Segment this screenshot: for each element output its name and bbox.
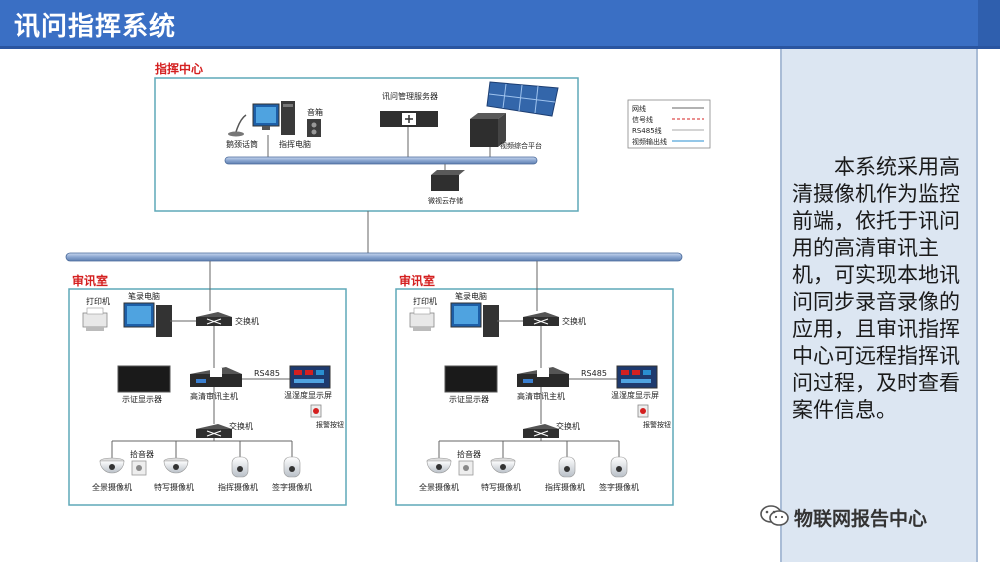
laptop-icon: [450, 302, 499, 337]
pickup-label: 拾音器: [457, 449, 481, 459]
host-label: 高清审讯主机: [517, 391, 565, 401]
description-panel: 本系统采用高清摄像机作为监控前端，依托于讯问用的高清审讯主机，可实现本地讯问同步…: [780, 49, 978, 562]
switch-top-icon: [523, 312, 559, 326]
speaker-icon: [307, 119, 321, 137]
camera-closeup-icon: [490, 457, 516, 474]
temp-display-icon: [616, 365, 658, 389]
backbone-bus: [65, 252, 683, 262]
cloud-storage-label: 微视云存储: [428, 196, 463, 205]
alarm-icon: [310, 404, 322, 418]
camera-panorama-label: 全景摄像机: [419, 482, 459, 492]
host-icon: [190, 367, 242, 387]
watermark: 物联网报告中心: [760, 500, 990, 536]
room-title: 审讯室: [399, 273, 435, 288]
room-frame: [395, 288, 674, 506]
switch-top-label: 交换机: [562, 316, 586, 326]
temp-display-icon: [289, 365, 331, 389]
camera-panorama-label: 全景摄像机: [92, 482, 132, 492]
cloud-storage-icon: [431, 170, 465, 191]
wechat-icon: [760, 505, 789, 526]
switch-bottom-label: 交换机: [229, 421, 253, 431]
camera-command-label: 指挥摄像机: [218, 482, 258, 492]
title-bar-edge: [978, 0, 1000, 46]
camera-sign-label: 签字摄像机: [599, 482, 639, 492]
alarm-label: 报警按钮: [316, 420, 344, 429]
camera-sign-icon: [610, 456, 628, 478]
printer-label: 打印机: [86, 296, 110, 306]
legend-box: [627, 99, 711, 149]
switch-bottom-label: 交换机: [556, 421, 580, 431]
switch-top-label: 交换机: [235, 316, 259, 326]
camera-command-icon: [558, 456, 576, 478]
room-right: 审讯室 打印机 笔录电脑 交换机 示证显示器 高清审讯主机 RS485 温湿度显…: [395, 261, 674, 506]
description-text: 本系统采用高清摄像机作为监控前端，依托于讯问用的高清审讯主机，可实现本地讯问同步…: [792, 155, 960, 422]
command-pc-label: 指挥电脑: [279, 139, 311, 149]
evidence-display-icon: [444, 365, 498, 393]
switch-bottom-icon: [523, 424, 559, 438]
gooseneck-mic-label: 鹅颈话筒: [226, 139, 258, 149]
camera-closeup-label: 特写摄像机: [154, 482, 194, 492]
alarm-icon: [637, 404, 649, 418]
rs485-label: RS485: [581, 369, 607, 378]
video-wall-icon: [486, 81, 559, 117]
laptop-label: 笔录电脑: [128, 291, 160, 301]
legend-item-3: 视频输出线: [632, 137, 667, 146]
command-center-frame: [154, 77, 579, 212]
laptop-icon: [123, 302, 172, 337]
camera-closeup-label: 特写摄像机: [481, 482, 521, 492]
camera-sign-icon: [283, 456, 301, 478]
speaker-label: 音箱: [307, 107, 323, 117]
room-title: 审讯室: [72, 273, 108, 288]
printer-label: 打印机: [413, 296, 437, 306]
gooseneck-mic-icon: [228, 114, 247, 137]
rs485-label: RS485: [254, 369, 280, 378]
page-title: 讯问指挥系统: [14, 12, 177, 42]
pickup-icon: [131, 460, 147, 476]
printer-icon: [82, 307, 108, 331]
server-label: 讯问管理服务器: [382, 91, 438, 101]
host-icon: [517, 367, 569, 387]
camera-command-label: 指挥摄像机: [545, 482, 585, 492]
watermark-text: 物联网报告中心: [794, 508, 928, 530]
pickup-label: 拾音器: [130, 449, 154, 459]
laptop-label: 笔录电脑: [455, 291, 487, 301]
camera-panorama-icon: [426, 457, 452, 474]
network-diagram: 指挥中心 鹅颈话筒 指挥电脑 音箱 讯问管理服务器 视频综合平台: [65, 61, 711, 506]
legend-item-1: 信号线: [632, 115, 653, 124]
camera-command-icon: [231, 456, 249, 478]
title-bar: 讯问指挥系统: [0, 0, 1000, 49]
evidence-display-label: 示证显示器: [122, 395, 162, 404]
video-platform-icon: [470, 113, 506, 147]
camera-sign-label: 签字摄像机: [272, 482, 312, 492]
room-left: 审讯室 打印机 笔录电脑 交换机 示证显示器 高清审讯主机 RS485 温湿度显…: [68, 261, 347, 506]
switch-bottom-icon: [196, 424, 232, 438]
command-center-title: 指挥中心: [155, 61, 203, 76]
legend-item-2: RS485线: [632, 126, 662, 135]
command-bus: [224, 156, 538, 165]
alarm-label: 报警按钮: [643, 420, 671, 429]
temp-display-label: 温湿度显示屏: [284, 390, 332, 400]
room-frame: [68, 288, 347, 506]
camera-closeup-icon: [163, 457, 189, 474]
legend-item-0: 网线: [632, 104, 646, 113]
temp-display-label: 温湿度显示屏: [611, 390, 659, 400]
switch-top-icon: [196, 312, 232, 326]
camera-panorama-icon: [99, 457, 125, 474]
command-pc-icon: [252, 101, 295, 135]
pickup-icon: [458, 460, 474, 476]
video-platform-label: 视频综合平台: [500, 141, 542, 150]
printer-icon: [409, 307, 435, 331]
evidence-display-icon: [117, 365, 171, 393]
evidence-display-label: 示证显示器: [449, 395, 489, 404]
server-icon: [380, 111, 438, 127]
host-label: 高清审讯主机: [190, 391, 238, 401]
